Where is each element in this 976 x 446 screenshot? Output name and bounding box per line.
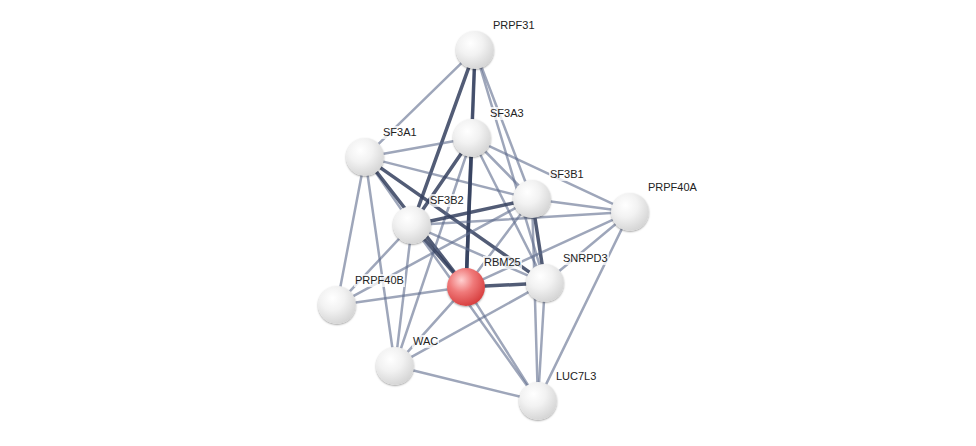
interaction-edge [560,224,616,271]
protein-node: LUC7L3 [519,382,557,420]
protein-label: SF3B1 [549,168,585,181]
interaction-edge [368,176,393,347]
protein-label: SF3B2 [429,194,465,207]
protein-label: RBM25 [483,256,522,269]
interaction-edge [539,302,544,382]
interaction-edge [384,141,454,153]
interaction-edge [482,68,525,182]
interaction-edge [414,371,520,397]
protein-node: PRPF40B [318,286,356,324]
protein-node: WAC [376,347,414,385]
protein-label: SF3A1 [382,126,418,139]
protein-label: SNRPD3 [562,252,609,265]
interaction-edge [535,218,542,264]
interaction-edge [356,290,447,303]
interaction-edge [467,69,475,268]
protein-label: PRPF31 [492,19,536,32]
protein-node: RBM25 [447,268,485,306]
protein-node: SNRPD3 [526,264,564,302]
protein-label: LUC7L3 [555,370,597,383]
interaction-edge [476,303,528,385]
protein-node: SF3B1 [513,180,551,218]
protein-node: SF3B2 [393,206,431,244]
protein-label: PRPF40A [647,181,698,194]
interaction-edge [408,301,454,352]
interaction-edge [489,146,613,204]
protein-label: WAC [412,335,439,348]
protein-label: SF3A3 [489,107,525,120]
interaction-edge [401,156,466,348]
interaction-edge [383,162,513,195]
protein-label: PRPF40B [354,274,405,287]
protein-node: PRPF40A [611,193,649,231]
interaction-edge [485,284,526,286]
protein-node: PRPF31 [456,31,494,69]
interaction-edge [423,240,527,385]
interaction-edge [341,176,362,287]
interaction-edge [551,202,611,210]
protein-node: SF3A1 [346,138,384,176]
protein-node: SF3A3 [453,119,491,157]
interaction-edge [425,239,454,272]
interaction-edge [546,229,621,384]
interaction-edge [379,63,462,144]
